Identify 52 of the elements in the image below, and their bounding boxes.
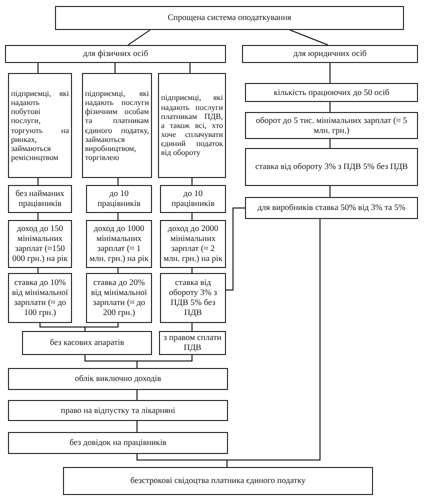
box-text: оборот до 5 тис. мінімальних зарплат (≈ 5 млн. грн.)	[254, 116, 408, 136]
box-text: без касових апаратів	[50, 338, 124, 348]
text-box	[245, 83, 418, 102]
text-box	[160, 273, 226, 323]
text-box	[159, 331, 226, 355]
box-text: для виробників ставка 50% від 3% та 5%	[257, 203, 406, 213]
box-text: ставка від обороту 3% з ПДВ 5% без ПДВ	[255, 162, 408, 172]
connector-line	[226, 208, 246, 290]
connector-line	[136, 390, 138, 400]
text-box	[8, 185, 72, 213]
text-box	[8, 400, 228, 421]
text-box	[63, 467, 373, 495]
box-text: до 10 працівників	[170, 189, 216, 209]
box-text: ставка від обороту 3% з ПДВ 5% без ПДВ	[168, 278, 218, 318]
text-box	[242, 45, 418, 63]
connector-line	[114, 62, 116, 74]
box-text: без довідок на працівників	[70, 438, 166, 448]
box-text: Спрощена система оподаткування	[168, 13, 292, 23]
text-box	[5, 45, 226, 63]
box-text: доход до 2000 мінімальних зарплат (≈ 2 млн. грн.) на рік	[163, 224, 223, 264]
text-box	[22, 331, 152, 355]
box-text: безстрокові свідоцтва платника єдиного податку	[130, 476, 306, 486]
box-text: без найманих працівників	[14, 189, 66, 209]
box-text: ставка до 10% від мінімальної зарплати (≈ до 100 грн.)	[11, 278, 69, 318]
connector-line	[136, 420, 138, 432]
box-text: облік виключно доходів	[74, 374, 162, 384]
box-text: кількість працюючих до 50 осіб	[274, 88, 390, 98]
connector-line	[84, 322, 118, 332]
text-box	[8, 73, 72, 178]
box-text: доход до 150 мінімальних зарплат (≈150 000 грн.) на рік	[11, 224, 69, 264]
box-text: ставка до 20% від мінімальної зарплати (≈ до 200 грн.)	[90, 278, 148, 318]
box-text: для фізичних осіб	[82, 49, 148, 59]
connector-line	[136, 354, 192, 368]
text-box	[55, 6, 404, 30]
text-box	[8, 368, 228, 390]
text-box	[82, 73, 152, 178]
box-text: до 10 працівників	[96, 189, 142, 209]
box-text: доход до 1000 мінімальних зарплат (≈ 1 млн. грн.) на рік	[89, 224, 149, 264]
text-box	[245, 112, 418, 139]
text-box	[160, 185, 226, 213]
text-box	[158, 73, 226, 178]
text-box	[8, 432, 228, 454]
box-text: підприємці, які надають послуги фізичним особам та платникам єдиного податку, займаються виробництвом, торгівлею	[85, 88, 149, 162]
connector-line	[128, 30, 150, 46]
text-box	[245, 197, 418, 219]
text-box	[86, 185, 152, 213]
box-text: для юридичних осіб	[293, 49, 367, 59]
box-text: право на відпустку та лікарняні	[60, 406, 176, 416]
box-text: з правом сплати ПДВ	[162, 333, 222, 353]
box-text: підприємці, які надають послуги платникам ПДВ, а також всі, хто хоче сплачувати єдиний податок від обороту	[161, 93, 223, 158]
box-text: підприємці, які надають побутові послуги, торгують на ринках, займаються ремісництвом	[11, 88, 69, 162]
text-box	[245, 148, 418, 186]
